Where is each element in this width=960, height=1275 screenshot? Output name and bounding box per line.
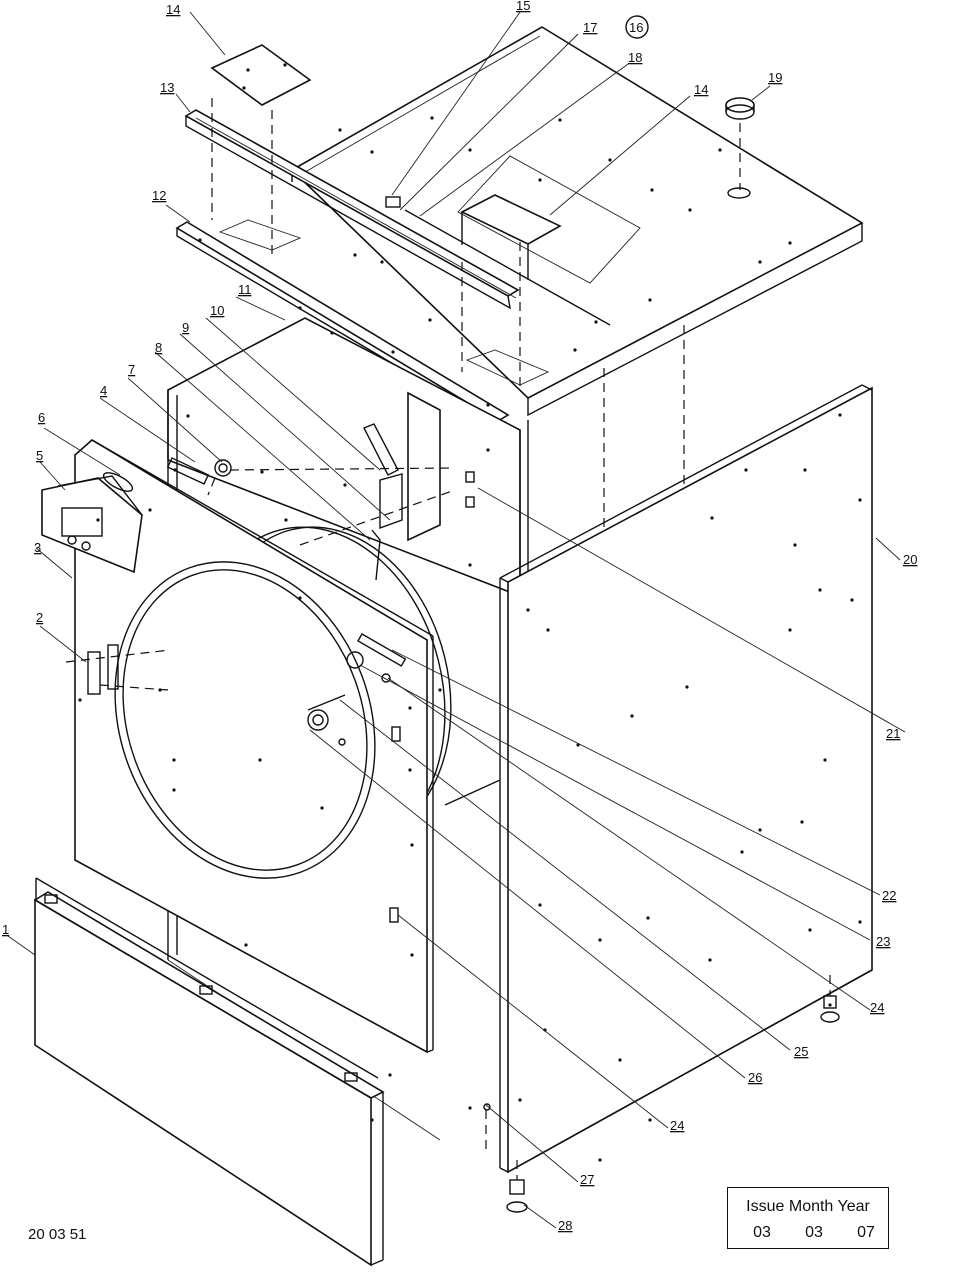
issue-date-header: Issue Month Year [746,1198,870,1215]
fastener-dots [78,63,862,1162]
callout-5: 5 [36,448,43,463]
year-value: 07 [857,1224,875,1241]
document-number: 20 03 51 [28,1226,87,1243]
callout-25: 25 [794,1044,808,1059]
callout-7: 7 [128,362,135,377]
callout-11: 11 [238,282,252,297]
callout-8: 8 [155,340,162,355]
month-value: 03 [805,1224,823,1241]
control-box [41,475,143,574]
assembly-lines [65,98,831,1180]
callout-16: 16 [629,20,643,35]
issue-value: 03 [753,1224,771,1241]
cabinet-top [218,26,864,417]
callout-1: 1 [2,922,9,937]
callout-26: 26 [748,1070,762,1085]
callout-14-top: 14 [166,2,180,17]
callout-23: 23 [876,934,890,949]
callout-24-lower: 24 [670,1118,684,1133]
callout-13: 13 [160,80,174,95]
callout-28: 28 [558,1218,572,1233]
issue-date-box: Issue Month Year 03 03 07 [727,1187,889,1249]
callout-20: 20 [903,552,917,567]
callout-3: 3 [34,540,41,555]
callout-16-circle [625,15,649,39]
front-panel [74,439,434,1054]
callout-22: 22 [882,888,896,903]
right-side-panel [499,384,873,1174]
top-plate-and-channel [175,44,611,432]
callout-27: 27 [580,1172,594,1187]
callout-15: 15 [516,0,530,13]
callout-12: 12 [152,188,166,203]
callout-10: 10 [210,303,224,318]
callout-9: 9 [182,320,189,335]
leader-lines [7,11,906,1229]
callout-17: 17 [583,20,597,35]
callout-4: 4 [100,383,107,398]
callout-18: 18 [628,50,642,65]
kick-panel [33,877,385,1267]
callout-24-right: 24 [870,1000,884,1015]
callout-21: 21 [886,726,900,741]
callout-14-right: 14 [694,82,708,97]
feet [483,97,840,1213]
callout-6: 6 [38,410,45,425]
callout-2: 2 [36,610,43,625]
callout-19: 19 [768,70,782,85]
callouts: 1 2 3 4 5 6 7 8 9 10 11 12 13 14 15 16 1… [2,0,917,1233]
